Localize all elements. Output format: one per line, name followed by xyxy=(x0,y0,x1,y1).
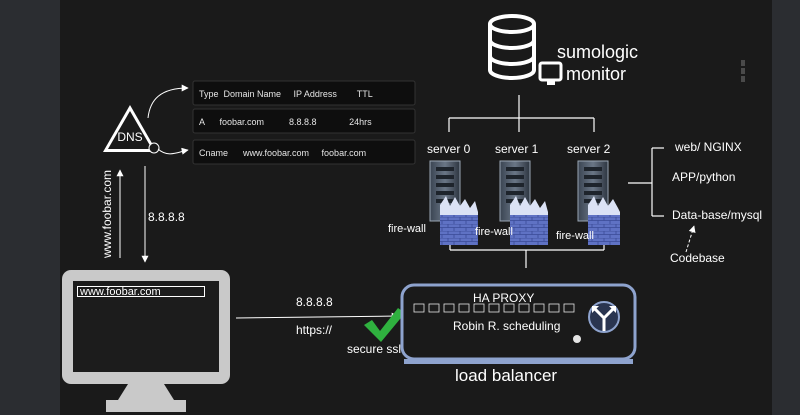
server-0-label: server 0 xyxy=(427,142,471,156)
firewall-0 xyxy=(440,196,478,245)
client-ip-label: 8.8.8.8 xyxy=(296,295,333,309)
codebase-arrow xyxy=(685,225,696,253)
server-2-label: server 2 xyxy=(567,142,611,156)
firewall-1-label: fire-wall xyxy=(475,226,513,238)
dns-node: DNS xyxy=(103,105,160,154)
stack-app-label: APP/python xyxy=(672,170,735,184)
dns-record-table: Type Domain Name IP Address TTL A foobar… xyxy=(192,80,416,165)
load-balancer-device xyxy=(400,283,637,364)
load-balancer-label: load balancer xyxy=(455,366,557,385)
firewall-2 xyxy=(588,196,620,245)
servers-to-lb-connector xyxy=(449,245,605,268)
dns-arrow-to-table xyxy=(147,84,189,119)
load-balancer-title: HA PROXY xyxy=(473,291,534,305)
ssl-check-icon xyxy=(364,308,405,342)
dns-arrow-to-cname xyxy=(157,147,189,155)
monitor-title-line1: sumologic xyxy=(557,42,638,62)
load-balancer-scheduling: Robin R. scheduling xyxy=(453,319,560,333)
dns-table-row-a: A foobar.com 8.8.8.8 24hrs xyxy=(199,117,372,127)
monitor-icon xyxy=(538,61,563,85)
client-computer xyxy=(62,270,230,412)
query-label: www.foobar.com xyxy=(100,170,114,259)
dns-label: DNS xyxy=(117,130,142,144)
client-to-lb-arrow xyxy=(235,312,399,320)
firewall-0-label: fire-wall xyxy=(388,223,426,235)
protocol-label: https:// xyxy=(296,323,333,337)
browser-url-bar: www.foobar.com xyxy=(77,286,205,298)
ssl-label: secure ssl xyxy=(347,342,401,356)
scroll-indicator-icon xyxy=(741,60,745,82)
monitor-connector xyxy=(448,95,595,132)
response-ip-label: 8.8.8.8 xyxy=(148,210,185,224)
stack-web-label: web/ NGINX xyxy=(674,140,742,154)
server-1-label: server 1 xyxy=(495,142,539,156)
dns-table-header: Type Domain Name IP Address TTL xyxy=(199,89,373,99)
browser-url-text: www.foobar.com xyxy=(79,286,161,298)
dns-table-row-cname: Cname www.foobar.com foobar.com xyxy=(199,148,366,158)
monitor-title-line2: monitor xyxy=(566,64,626,84)
database-icon xyxy=(488,14,536,80)
stack-db-label: Data-base/mysql xyxy=(672,208,762,222)
firewall-1 xyxy=(510,196,548,245)
stack-bracket xyxy=(628,147,664,217)
firewall-2-label: fire-wall xyxy=(556,230,594,242)
load-balancer-icon xyxy=(588,301,620,333)
codebase-label: Codebase xyxy=(670,251,725,265)
